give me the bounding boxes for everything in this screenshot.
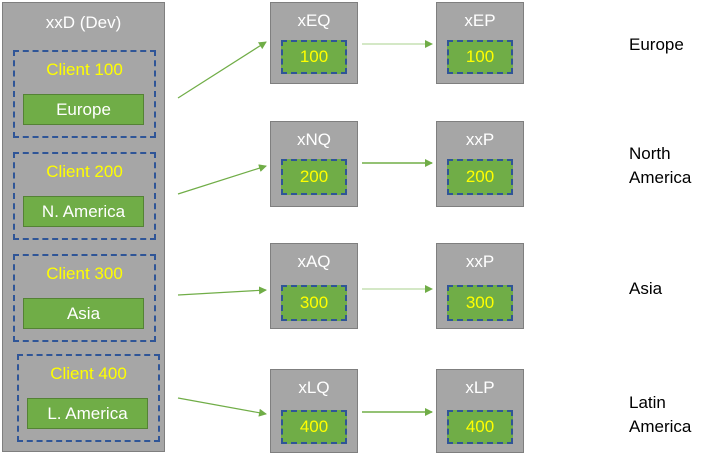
prod-system-xlp-title: xLP (465, 378, 495, 397)
qa-system-xnq-title: xNQ (297, 130, 331, 149)
dev-client-400-frame: Client 400 L. America (17, 354, 160, 442)
qa-system-xaq-client: 300 (299, 293, 329, 312)
region-label-latin-america-line2: America (629, 417, 692, 436)
prod-system-xxp-1: xxP 200 (436, 121, 524, 207)
region-label-asia-text: Asia (629, 279, 663, 298)
dev-client-300-frame: Client 300 Asia (13, 254, 156, 342)
prod-system-xxp-1-client-frame: 200 (447, 159, 513, 195)
qa-system-xlq-client: 400 (299, 417, 329, 436)
dev-client-300-region: Asia (23, 298, 144, 329)
region-label-europe: Europe (629, 33, 684, 57)
dev-client-100-region: Europe (23, 94, 144, 125)
region-label-north-america-line1: North (629, 144, 671, 163)
qa-system-xlq-client-frame: 400 (281, 410, 347, 444)
prod-system-xxp-2: xxP 300 (436, 243, 524, 329)
prod-system-xxp-2-client-frame: 300 (447, 285, 513, 321)
prod-system-xep-title: xEP (464, 11, 496, 30)
qa-system-xeq-title: xEQ (297, 11, 331, 30)
qa-system-xlq-title: xLQ (298, 378, 330, 397)
dev-client-200-label: Client 200 (46, 162, 123, 181)
prod-system-xep-client-frame: 100 (447, 40, 513, 74)
region-label-europe-text: Europe (629, 35, 684, 54)
dev-client-100-frame: Client 100 Europe (13, 50, 156, 138)
dev-client-400-label: Client 400 (50, 364, 127, 383)
region-label-latin-america-line1: Latin (629, 393, 666, 412)
prod-system-xxp-2-client: 300 (465, 293, 495, 312)
arrow-dev-to-xaq (177, 286, 267, 296)
qa-system-xlq: xLQ 400 (270, 369, 358, 453)
qa-system-xeq-client: 100 (299, 47, 329, 66)
qa-system-xnq-client: 200 (299, 167, 329, 186)
qa-system-xaq-client-frame: 300 (281, 285, 347, 321)
arrow-dev-to-xlq (177, 397, 267, 417)
region-label-north-america-line2: America (629, 168, 692, 187)
dev-system-box: xxD (Dev) Client 100 Europe Client 200 N… (2, 2, 165, 452)
region-label-latin-america: Latin America (629, 391, 691, 439)
prod-system-xlp: xLP 400 (436, 369, 524, 453)
arrow-dev-to-xnq (177, 164, 267, 195)
prod-system-xlp-client: 400 (465, 417, 495, 436)
dev-client-200-frame: Client 200 N. America (13, 152, 156, 240)
qa-system-xeq: xEQ 100 (270, 2, 358, 84)
qa-system-xaq-title: xAQ (297, 252, 331, 271)
region-label-asia: Asia (629, 277, 662, 301)
qa-system-xnq: xNQ 200 (270, 121, 358, 207)
dev-system-title: xxD (Dev) (45, 13, 122, 32)
region-label-north-america: North America (629, 142, 691, 190)
prod-system-xxp-2-title: xxP (465, 252, 495, 271)
dev-client-400-region: L. America (27, 398, 148, 429)
qa-system-xaq: xAQ 300 (270, 243, 358, 329)
prod-system-xep-client: 100 (465, 47, 495, 66)
prod-system-xxp-1-client: 200 (465, 167, 495, 186)
dev-client-200-region: N. America (23, 196, 144, 227)
dev-client-300-label: Client 300 (46, 264, 123, 283)
prod-system-xxp-1-title: xxP (465, 130, 495, 149)
arrow-dev-to-xeq (177, 41, 267, 99)
qa-system-xeq-client-frame: 100 (281, 40, 347, 74)
dev-client-100-label: Client 100 (46, 60, 123, 79)
prod-system-xep: xEP 100 (436, 2, 524, 84)
qa-system-xnq-client-frame: 200 (281, 159, 347, 195)
prod-system-xlp-client-frame: 400 (447, 410, 513, 444)
